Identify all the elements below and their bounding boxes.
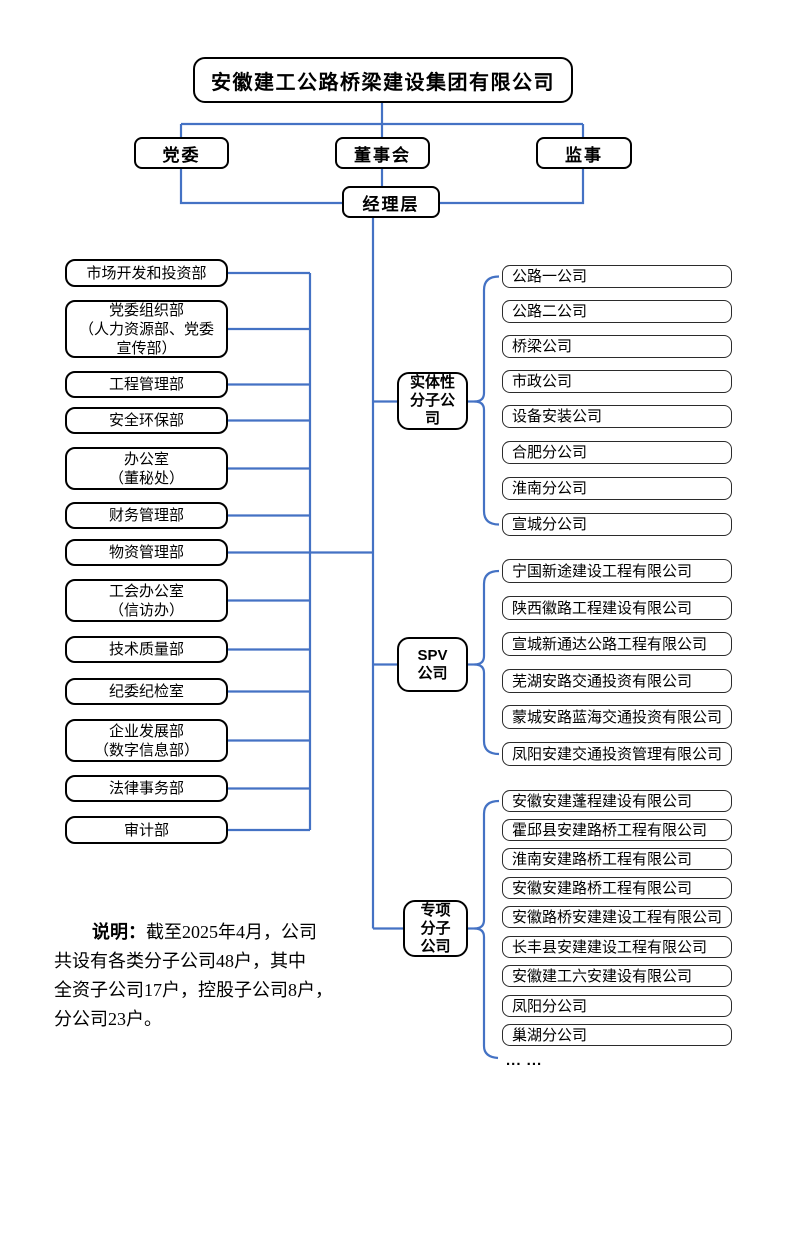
dept-box: 审计部 [65, 816, 228, 844]
brace-special [474, 799, 500, 1060]
note-text: 截至2025年4月，公司 [146, 922, 317, 942]
entity-company-box: 桥梁公司 [502, 335, 732, 358]
spv-company-box: 宣城新通达公路工程有限公司 [502, 632, 732, 656]
note-line: 分公司23户。 [54, 1009, 162, 1029]
special-company-box: 长丰县安建建设工程有限公司 [502, 936, 732, 958]
dept-box: 工会办公室 （信访办） [65, 579, 228, 622]
board-box: 董事会 [335, 137, 430, 169]
party-committee-box: 党委 [134, 137, 229, 169]
dept-box: 党委组织部 （人力资源部、党委 宣传部） [65, 300, 228, 358]
dept-box: 法律事务部 [65, 775, 228, 802]
entity-company-box: 合肥分公司 [502, 441, 732, 464]
dept-box: 办公室 （董秘处） [65, 447, 228, 490]
note-label: 说明： [92, 922, 146, 942]
note-line: 共设有各类分子公司48户，其中 [54, 951, 306, 971]
special-company-box: 安徽路桥安建建设工程有限公司 [502, 906, 732, 928]
spv-company-box: 蒙城安路蓝海交通投资有限公司 [502, 705, 732, 729]
special-company-box: 淮南安建路桥工程有限公司 [502, 848, 732, 870]
line-party-to-management [179, 169, 342, 205]
dept-box: 技术质量部 [65, 636, 228, 663]
dept-box: 市场开发和投资部 [65, 259, 228, 287]
special-company-box: 巢湖分公司 [502, 1024, 732, 1046]
special-company-box: 凤阳分公司 [502, 995, 732, 1017]
company-title-box: 安徽建工公路桥梁建设集团有限公司 [193, 57, 573, 103]
group-box-spv-companies: SPV 公司 [397, 637, 468, 692]
dept-box: 财务管理部 [65, 502, 228, 529]
entity-company-box: 公路二公司 [502, 300, 732, 323]
group-box-entity-subsidiaries: 实体性 分子公 司 [397, 372, 468, 430]
more-companies-ellipsis: ... ... [506, 1052, 543, 1069]
spv-company-box: 芜湖安路交通投资有限公司 [502, 669, 732, 693]
management-box: 经理层 [342, 186, 440, 218]
dept-box: 工程管理部 [65, 371, 228, 398]
note-line: 全资子公司17户，控股子公司8户， [54, 980, 333, 1000]
brace-entity [474, 275, 500, 526]
entity-company-box: 设备安装公司 [502, 405, 732, 428]
entity-company-box: 市政公司 [502, 370, 732, 393]
note-block: 说明：截至2025年4月，公司 共设有各类分子公司48户，其中 全资子公司17户… [54, 918, 394, 1034]
dept-box: 企业发展部 （数字信息部） [65, 719, 228, 762]
entity-company-box: 公路一公司 [502, 265, 732, 288]
dept-box: 物资管理部 [65, 539, 228, 566]
spv-company-box: 陕西徽路工程建设有限公司 [502, 596, 732, 620]
line-supervisor-to-management [440, 169, 585, 205]
dept-box: 安全环保部 [65, 407, 228, 434]
note-line: 说明：截至2025年4月，公司 [54, 918, 394, 947]
special-company-box: 安徽安建蓬程建设有限公司 [502, 790, 732, 812]
group-box-special-subsidiaries: 专项 分子 公司 [403, 900, 468, 957]
spv-company-box: 宁国新途建设工程有限公司 [502, 559, 732, 583]
special-company-box: 安徽建工六安建设有限公司 [502, 965, 732, 987]
supervisor-box: 监事 [536, 137, 632, 169]
dept-box: 纪委纪检室 [65, 678, 228, 705]
brace-spv [474, 569, 500, 756]
special-company-box: 安徽安建路桥工程有限公司 [502, 877, 732, 899]
spv-company-box: 凤阳安建交通投资管理有限公司 [502, 742, 732, 766]
entity-company-box: 淮南分公司 [502, 477, 732, 500]
entity-company-box: 宣城分公司 [502, 513, 732, 536]
special-company-box: 霍邱县安建路桥工程有限公司 [502, 819, 732, 841]
